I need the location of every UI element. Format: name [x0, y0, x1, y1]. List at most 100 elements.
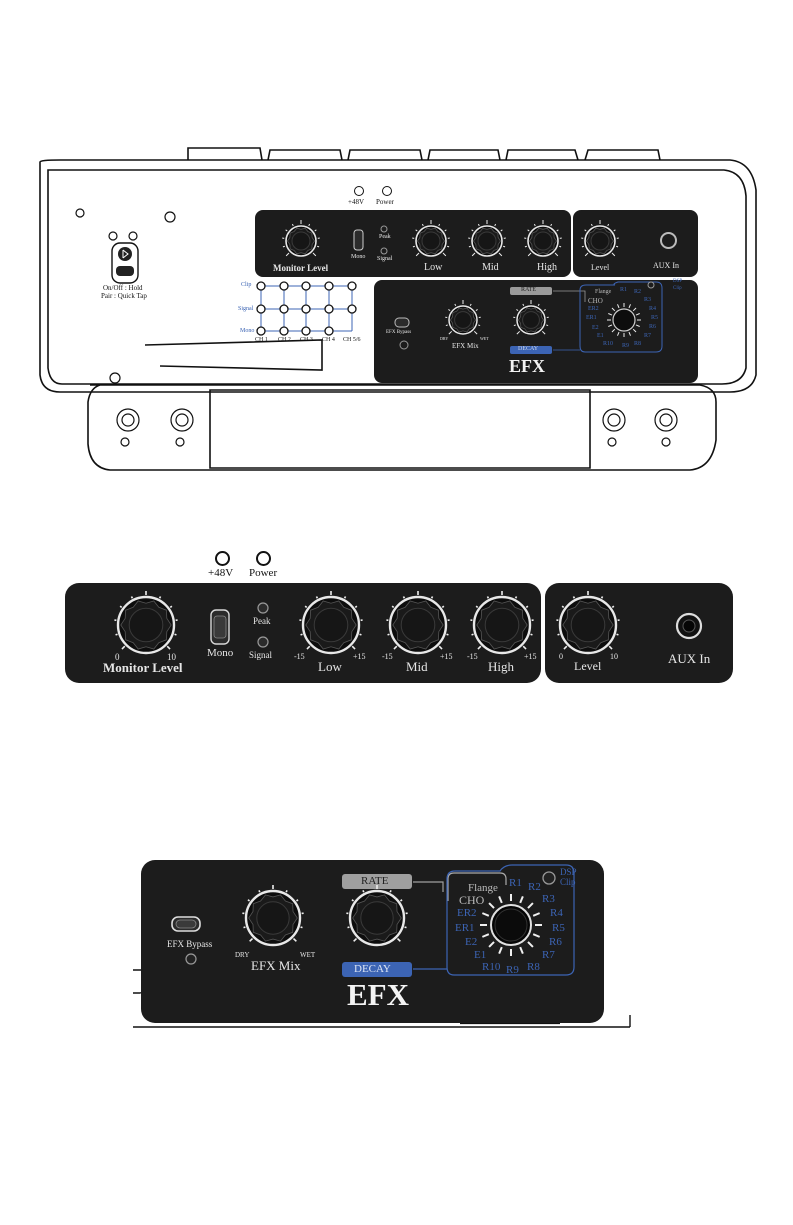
- ov-signal-led: [380, 247, 388, 255]
- efx-r9: R9: [506, 964, 519, 976]
- ov-r2: R2: [634, 289, 642, 295]
- dt-low-m15: -15: [294, 652, 305, 661]
- matrix-led: [256, 304, 266, 314]
- ov-efx-mix-label: EFX Mix: [452, 342, 479, 350]
- efx-mix-label: EFX Mix: [251, 958, 301, 973]
- matrix-led: [279, 326, 289, 336]
- ov-efx-bypass-label: EFX Bypass: [386, 330, 412, 335]
- ov-dsp-label: DSP: [673, 279, 683, 284]
- ov-high-knob[interactable]: [524, 220, 562, 257]
- overview-knobs: [282, 220, 619, 257]
- efx-e2: E2: [465, 936, 478, 948]
- efx-e1: E1: [474, 949, 487, 961]
- ov-monitor-level-label: Monitor Level: [273, 263, 329, 273]
- efx-r7: R7: [542, 949, 555, 961]
- matrix-col-ch3: CH 3: [300, 337, 313, 343]
- matrix-led: [301, 304, 311, 314]
- detail-led-power: [256, 551, 271, 566]
- ov-aux-jack[interactable]: [660, 232, 677, 249]
- matrix-led: [301, 326, 311, 336]
- dt-level-knob[interactable]: [556, 591, 620, 655]
- efx-flange-label: Flange: [468, 882, 498, 894]
- ov-rate-label: RATE: [521, 287, 536, 293]
- ov-er1: ER1: [586, 315, 597, 321]
- ov-r3: R3: [644, 297, 652, 303]
- dt-signal-label: Signal: [249, 650, 273, 660]
- ov-level-knob[interactable]: [581, 220, 619, 257]
- dt-mid-label: Mid: [406, 659, 428, 674]
- ov-e1: E1: [597, 333, 604, 339]
- matrix-led: [256, 281, 266, 291]
- efx-cho-label: CHO: [459, 893, 485, 907]
- led-48v: [354, 186, 364, 196]
- led-power: [382, 186, 392, 196]
- detail-led-48v: [215, 551, 230, 566]
- efx-er2: ER2: [457, 907, 477, 919]
- matrix-col-ch1: CH 1: [255, 337, 268, 343]
- ov-r9: R9: [622, 343, 630, 349]
- dt-low-knob[interactable]: [299, 591, 363, 655]
- matrix-led: [347, 304, 357, 314]
- ov-efx-selector-knob[interactable]: [607, 303, 641, 337]
- efx-graphics: [171, 864, 575, 977]
- efx-r6: R6: [549, 936, 562, 948]
- matrix-led: [256, 326, 266, 336]
- ov-low-knob[interactable]: [412, 220, 450, 257]
- channel-led-matrix: [256, 281, 357, 336]
- efx-selector-knob[interactable]: [480, 894, 542, 956]
- detail-efx-section: EFX Bypass DRY WET EFX Mix RATE DECAY EF…: [0, 855, 793, 1045]
- efx-rate-label: RATE: [361, 875, 389, 887]
- dt-peak-label: Peak: [253, 616, 271, 626]
- matrix-led: [301, 281, 311, 291]
- matrix-col-ch2: CH 2: [278, 337, 291, 343]
- detail-top-graphics: [114, 591, 703, 655]
- rate-decay-knob[interactable]: [346, 885, 408, 947]
- detail-top-section: +48V Power 0 10 Monitor Level Mono Peak …: [0, 540, 793, 700]
- dt-mid-knob[interactable]: [386, 591, 450, 655]
- efx-r8: R8: [527, 961, 540, 973]
- matrix-col-ch56: CH 5/6: [343, 337, 361, 343]
- ov-r8: R8: [634, 341, 642, 347]
- overview-efx-graphics: [394, 281, 663, 354]
- efx-r2: R2: [528, 881, 541, 893]
- ov-r4: R4: [649, 306, 657, 312]
- efx-r3: R3: [542, 893, 555, 905]
- ov-signal-label: Signal: [377, 256, 393, 262]
- dt-monitor-level-knob[interactable]: [114, 591, 178, 655]
- matrix-col-ch4: CH 4: [322, 337, 335, 343]
- ov-monitor-level-knob[interactable]: [282, 220, 320, 257]
- ov-cho-label: CHO: [588, 297, 603, 305]
- matrix-led: [324, 304, 334, 314]
- matrix-led: [279, 281, 289, 291]
- efx-dry-label: DRY: [235, 951, 250, 959]
- efx-r5: R5: [552, 922, 565, 934]
- dt-high-p15: +15: [524, 652, 537, 661]
- dt-mid-p15: +15: [440, 652, 453, 661]
- ov-mono-switch[interactable]: [353, 229, 364, 251]
- ov-rate-decay-knob[interactable]: [513, 300, 549, 335]
- dt-monitor-level-label: Monitor Level: [103, 660, 183, 675]
- label-48v: +48V: [348, 198, 365, 206]
- ov-clip-label: Clip: [673, 286, 682, 291]
- efx-er1: ER1: [455, 922, 475, 934]
- efx-mix-knob[interactable]: [242, 885, 304, 947]
- ov-decay-label: DECAY: [518, 346, 539, 352]
- ov-efx-mix-knob[interactable]: [445, 300, 481, 335]
- overview-drawing: +48V Power On/Off : Hold Pair : Quick Ta…: [0, 0, 793, 500]
- efx-decay-label: DECAY: [354, 963, 391, 975]
- efx-dsp-label: DSP: [560, 867, 577, 877]
- dt-high-knob[interactable]: [470, 591, 534, 655]
- dt-level-10: 10: [610, 652, 618, 661]
- dt-high-m15: -15: [467, 652, 478, 661]
- ov-r10: R10: [603, 341, 614, 347]
- ov-r6: R6: [649, 324, 657, 330]
- efx-big-label: EFX: [347, 977, 409, 1012]
- dt-scale-mon-0: 0: [115, 652, 120, 662]
- matrix-row-clip: Clip: [241, 282, 252, 288]
- dt-mono-label: Mono: [207, 647, 234, 659]
- ov-dry-label: DRY: [440, 336, 449, 341]
- ov-mid-knob[interactable]: [468, 220, 506, 257]
- efx-bypass-label: EFX Bypass: [167, 939, 213, 949]
- ov-wet-label: WET: [480, 336, 489, 341]
- dt-aux-in-label: AUX In: [668, 651, 711, 666]
